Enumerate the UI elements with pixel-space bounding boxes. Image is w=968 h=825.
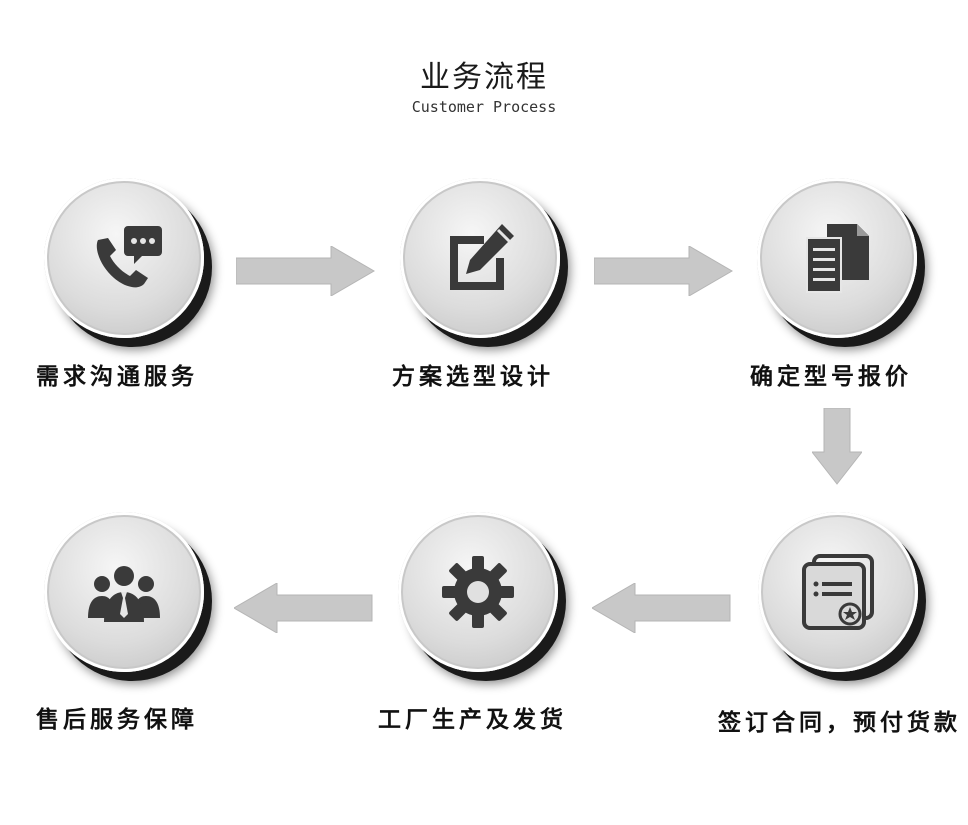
gear-icon bbox=[442, 556, 514, 628]
edit-icon bbox=[450, 224, 514, 290]
step-node-6 bbox=[44, 512, 216, 684]
step-label-6: 售后服务保障 bbox=[36, 707, 198, 733]
team-icon bbox=[88, 566, 160, 622]
step-label-3: 确定型号报价 bbox=[750, 364, 912, 390]
step-label-4: 签订合同，预付货款 bbox=[718, 710, 961, 736]
step-node-2 bbox=[400, 178, 572, 350]
step-disc bbox=[44, 178, 204, 338]
arrow-left-icon bbox=[234, 583, 373, 633]
step-disc bbox=[398, 512, 558, 672]
page-subtitle: Customer Process bbox=[411, 98, 557, 116]
step-label-2: 方案选型设计 bbox=[392, 364, 554, 390]
page-title: 业务流程 bbox=[420, 60, 548, 95]
step-node-5 bbox=[398, 512, 570, 684]
step-node-3 bbox=[757, 178, 929, 350]
arrow-down-icon bbox=[812, 408, 862, 485]
step-disc bbox=[400, 178, 560, 338]
documents-icon bbox=[806, 224, 869, 293]
step-disc bbox=[758, 512, 918, 672]
arrow-right-icon bbox=[594, 246, 733, 296]
contract-icon bbox=[802, 554, 874, 630]
phone-chat-icon bbox=[96, 226, 162, 288]
step-disc bbox=[44, 512, 204, 672]
step-disc bbox=[757, 178, 917, 338]
step-node-1 bbox=[44, 178, 216, 350]
step-node-4 bbox=[758, 512, 930, 684]
arrow-right-icon bbox=[236, 246, 375, 296]
step-label-5: 工厂生产及发货 bbox=[378, 707, 567, 733]
step-label-1: 需求沟通服务 bbox=[36, 364, 198, 390]
arrow-left-icon bbox=[592, 583, 731, 633]
